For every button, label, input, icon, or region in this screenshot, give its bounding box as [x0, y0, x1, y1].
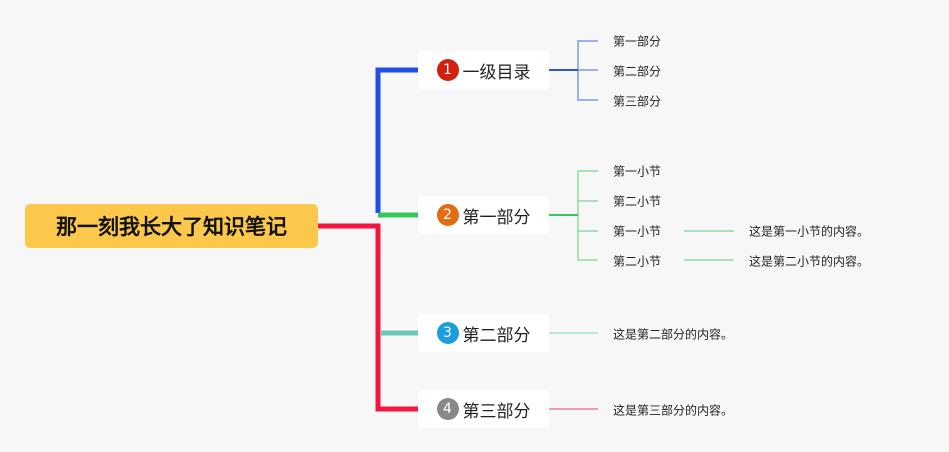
topic-content[interactable]: 这是第三部分的内容。 [613, 403, 734, 418]
subtopic[interactable]: 第一小节 [613, 164, 662, 179]
number-badge-icon: 1 [436, 59, 459, 81]
subtopic-detail[interactable]: 这是第一小节的内容。 [749, 224, 870, 239]
subtopic[interactable]: 第一部分 [613, 34, 662, 49]
subtopic[interactable]: 第二小节 [613, 194, 662, 209]
subtopic[interactable]: 第三部分 [613, 94, 662, 109]
root-topic[interactable]: 那一刻我长大了知识笔记 [25, 204, 318, 248]
topic-label: 一级目录 [462, 62, 531, 83]
subtopic[interactable]: 第二小节 [613, 254, 662, 269]
topic-label: 第一部分 [462, 207, 531, 228]
subtopic-detail[interactable]: 这是第二小节的内容。 [749, 254, 870, 269]
subtopic[interactable]: 第一小节 [613, 224, 662, 239]
number-badge-icon: 4 [436, 398, 459, 420]
subtopic[interactable]: 第二部分 [613, 64, 662, 79]
topic-label: 第二部分 [462, 325, 531, 346]
number-badge-icon: 3 [436, 322, 459, 344]
topic-label: 第三部分 [462, 401, 531, 422]
topic-content[interactable]: 这是第二部分的内容。 [613, 327, 734, 342]
number-badge-icon: 2 [436, 204, 459, 226]
